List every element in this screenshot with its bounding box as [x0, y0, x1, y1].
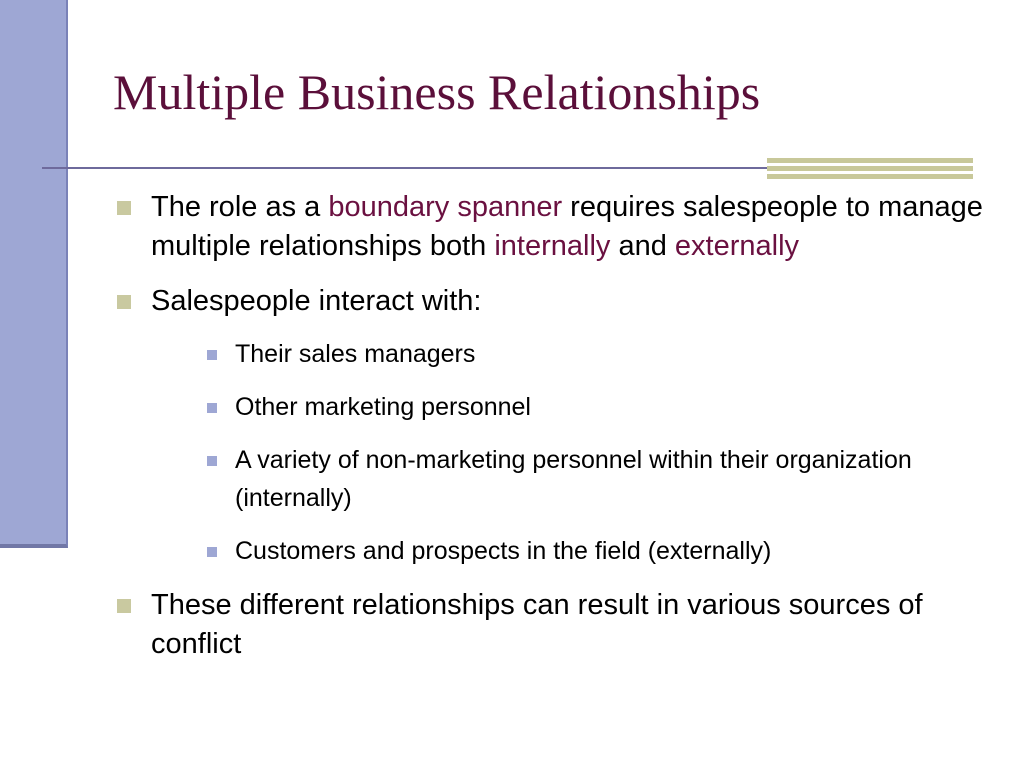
- sub-bullet-item: A variety of non-marketing personnel wit…: [201, 441, 983, 517]
- sub-bullet-text: Their sales managers: [235, 340, 476, 368]
- title-divider-accent: [767, 158, 973, 179]
- left-decorative-bar: [0, 0, 68, 548]
- highlighted-term: internally: [494, 230, 611, 262]
- small-square-bullet-icon: [207, 547, 217, 557]
- sub-bullet-item: Other marketing personnel: [201, 388, 983, 426]
- small-square-bullet-icon: [207, 403, 217, 413]
- square-bullet-icon: [117, 295, 131, 309]
- bullet-salespeople-interact: Salespeople interact with: Their sales m…: [113, 282, 983, 570]
- sub-bullet-item: Their sales managers: [201, 335, 983, 373]
- bullet-text: Salespeople interact with:: [151, 285, 482, 317]
- slide-content: The role as a boundary spanner requires …: [113, 188, 983, 680]
- sub-bullet-text: A variety of non-marketing personnel wit…: [235, 446, 912, 512]
- bullet-sources-of-conflict: These different relationships can result…: [113, 586, 983, 664]
- bullet-boundary-spanner: The role as a boundary spanner requires …: [113, 188, 983, 266]
- sub-bullet-list: Their sales managers Other marketing per…: [201, 335, 983, 570]
- square-bullet-icon: [117, 201, 131, 215]
- bullet-text-part: requires salespeople to manage multiple …: [151, 191, 983, 262]
- sub-bullet-text: Other marketing personnel: [235, 393, 531, 421]
- square-bullet-icon: [117, 599, 131, 613]
- bullet-text-part: and: [610, 230, 675, 262]
- sub-bullet-item: Customers and prospects in the field (ex…: [201, 532, 983, 570]
- small-square-bullet-icon: [207, 350, 217, 360]
- bullet-text: These different relationships can result…: [151, 589, 923, 660]
- highlighted-term: boundary spanner: [328, 191, 563, 223]
- slide-title: Multiple Business Relationships: [113, 64, 761, 120]
- title-divider-line: [42, 167, 772, 169]
- bullet-text-part: The role as a: [151, 191, 329, 223]
- small-square-bullet-icon: [207, 456, 217, 466]
- sub-bullet-text: Customers and prospects in the field (ex…: [235, 537, 772, 565]
- highlighted-term: externally: [674, 230, 800, 262]
